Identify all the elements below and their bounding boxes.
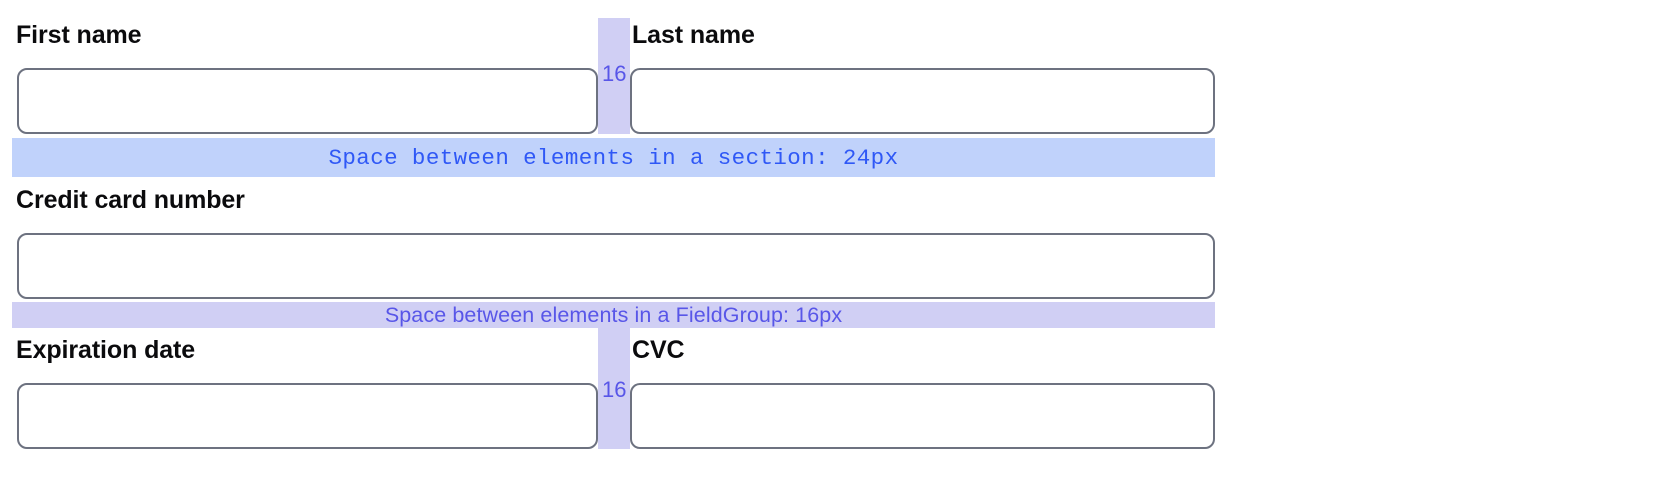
expiration-date-label: Expiration date <box>16 336 196 364</box>
first-name-label: First name <box>16 21 142 49</box>
last-name-label: Last name <box>632 21 755 49</box>
cvc-input[interactable] <box>630 383 1215 449</box>
column-gap-label-bottom: 16 <box>602 377 627 402</box>
credit-card-number-input[interactable] <box>17 233 1215 299</box>
fieldgroup-gap-annotation-text: Space between elements in a FieldGroup: … <box>384 302 843 327</box>
expiration-date-input[interactable] <box>17 383 598 449</box>
column-gap-highlight-top <box>598 18 630 134</box>
first-name-input[interactable] <box>17 68 598 134</box>
credit-card-number-label: Credit card number <box>16 186 245 214</box>
last-name-input[interactable] <box>630 68 1215 134</box>
cvc-label: CVC <box>632 336 685 364</box>
column-gap-highlight-bottom <box>598 328 630 449</box>
fieldgroup-gap-annotation-bar: Space between elements in a FieldGroup: … <box>12 302 1215 328</box>
section-gap-annotation-text: Space between elements in a section: 24p… <box>328 144 899 171</box>
column-gap-label-top: 16 <box>602 61 627 86</box>
section-gap-annotation-bar: Space between elements in a section: 24p… <box>12 138 1215 177</box>
